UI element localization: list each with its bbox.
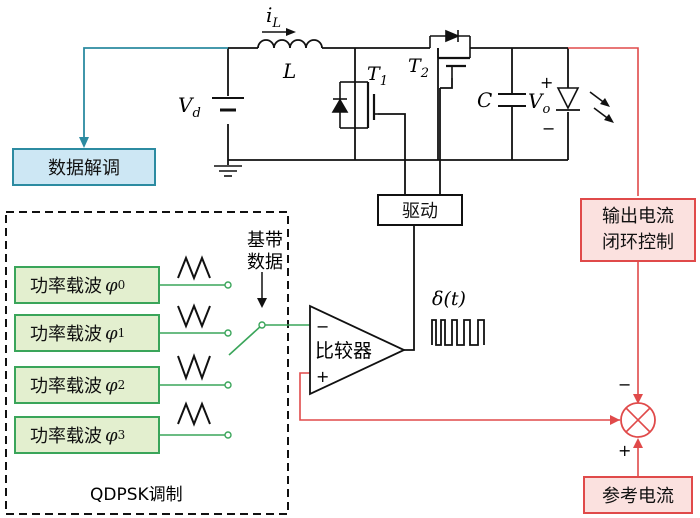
comparator-triangle (309, 304, 407, 396)
t1-label: T1 (367, 63, 388, 89)
output-control-label-1: 输出电流 (602, 206, 674, 227)
delta-t-label: δ(t) (432, 288, 466, 310)
carrier-phi-0: φ (105, 274, 118, 296)
comparator-minus-sign: − (316, 317, 329, 336)
qdpsk-label: QDPSK调制 (90, 485, 183, 505)
carrier-sub-2: 2 (117, 378, 126, 392)
baseband-label-line2: 数据 (247, 252, 283, 273)
source-label: Vd (178, 93, 201, 121)
output-plus-sign: + (540, 73, 553, 92)
carrier-label-0: 功率载波 (30, 276, 102, 297)
inductor-current-arrow (262, 28, 296, 36)
carrier-label-2: 功率载波 (30, 376, 102, 397)
baseband-label-line1: 基带 (247, 230, 283, 251)
ground-icon (214, 165, 242, 177)
carrier-waveforms (177, 255, 211, 427)
carrier-wires (160, 284, 312, 436)
output-control-label-2: 闭环控制 (602, 232, 674, 253)
baseband-arrow (257, 272, 267, 308)
waveform-phi0 (177, 255, 211, 281)
carrier-phi-1: φ (105, 322, 118, 344)
capacitor-symbol (498, 93, 526, 107)
power-circuit (227, 39, 569, 351)
comparator-label: 比较器 (315, 340, 372, 362)
control-loop-wires (299, 47, 639, 478)
inductor-current-label: iL (266, 3, 281, 31)
switch-contacts (224, 281, 266, 439)
output-voltage-label: Vo (528, 89, 550, 117)
mosfet-t1-symbol (331, 81, 378, 129)
summing-junction (620, 402, 656, 438)
driver-label: 驱动 (402, 201, 438, 222)
led-symbol (556, 87, 614, 123)
dc-source-symbol (212, 97, 244, 112)
capacitor-label: C (477, 88, 492, 112)
sum-minus-sign: − (618, 375, 631, 394)
waveform-phi2 (177, 353, 211, 381)
carrier-phi-2: φ (105, 374, 118, 396)
waveform-phi3 (177, 401, 211, 427)
carrier-label-3: 功率载波 (30, 426, 102, 447)
reference-current-box: 参考电流 (583, 476, 693, 514)
pwm-waveform (431, 319, 485, 346)
carrier-phi-3: φ (105, 424, 118, 446)
output-control-box: 输出电流 闭环控制 (580, 198, 696, 262)
mosfet-t2-symbol (429, 29, 471, 78)
carrier-sub-3: 3 (117, 428, 126, 442)
carrier-label-1: 功率载波 (30, 324, 102, 345)
inductor-coil (257, 39, 323, 49)
sum-plus-sign: + (618, 441, 631, 460)
data-demod-label: 数据解调 (48, 158, 120, 179)
output-minus-sign: − (542, 119, 555, 138)
demod-wire (83, 47, 228, 140)
waveform-phi1 (177, 303, 211, 329)
inductor-label: L (282, 59, 296, 83)
carrier-sub-0: 0 (117, 278, 126, 292)
qdpsk-frame (5, 211, 289, 515)
carrier-sub-1: 1 (117, 326, 126, 340)
data-demod-box: 数据解调 (12, 148, 156, 186)
t2-label: T2 (408, 55, 429, 81)
driver-box: 驱动 (377, 194, 463, 226)
comparator-plus-sign: + (316, 367, 329, 386)
reference-current-label: 参考电流 (602, 486, 674, 507)
